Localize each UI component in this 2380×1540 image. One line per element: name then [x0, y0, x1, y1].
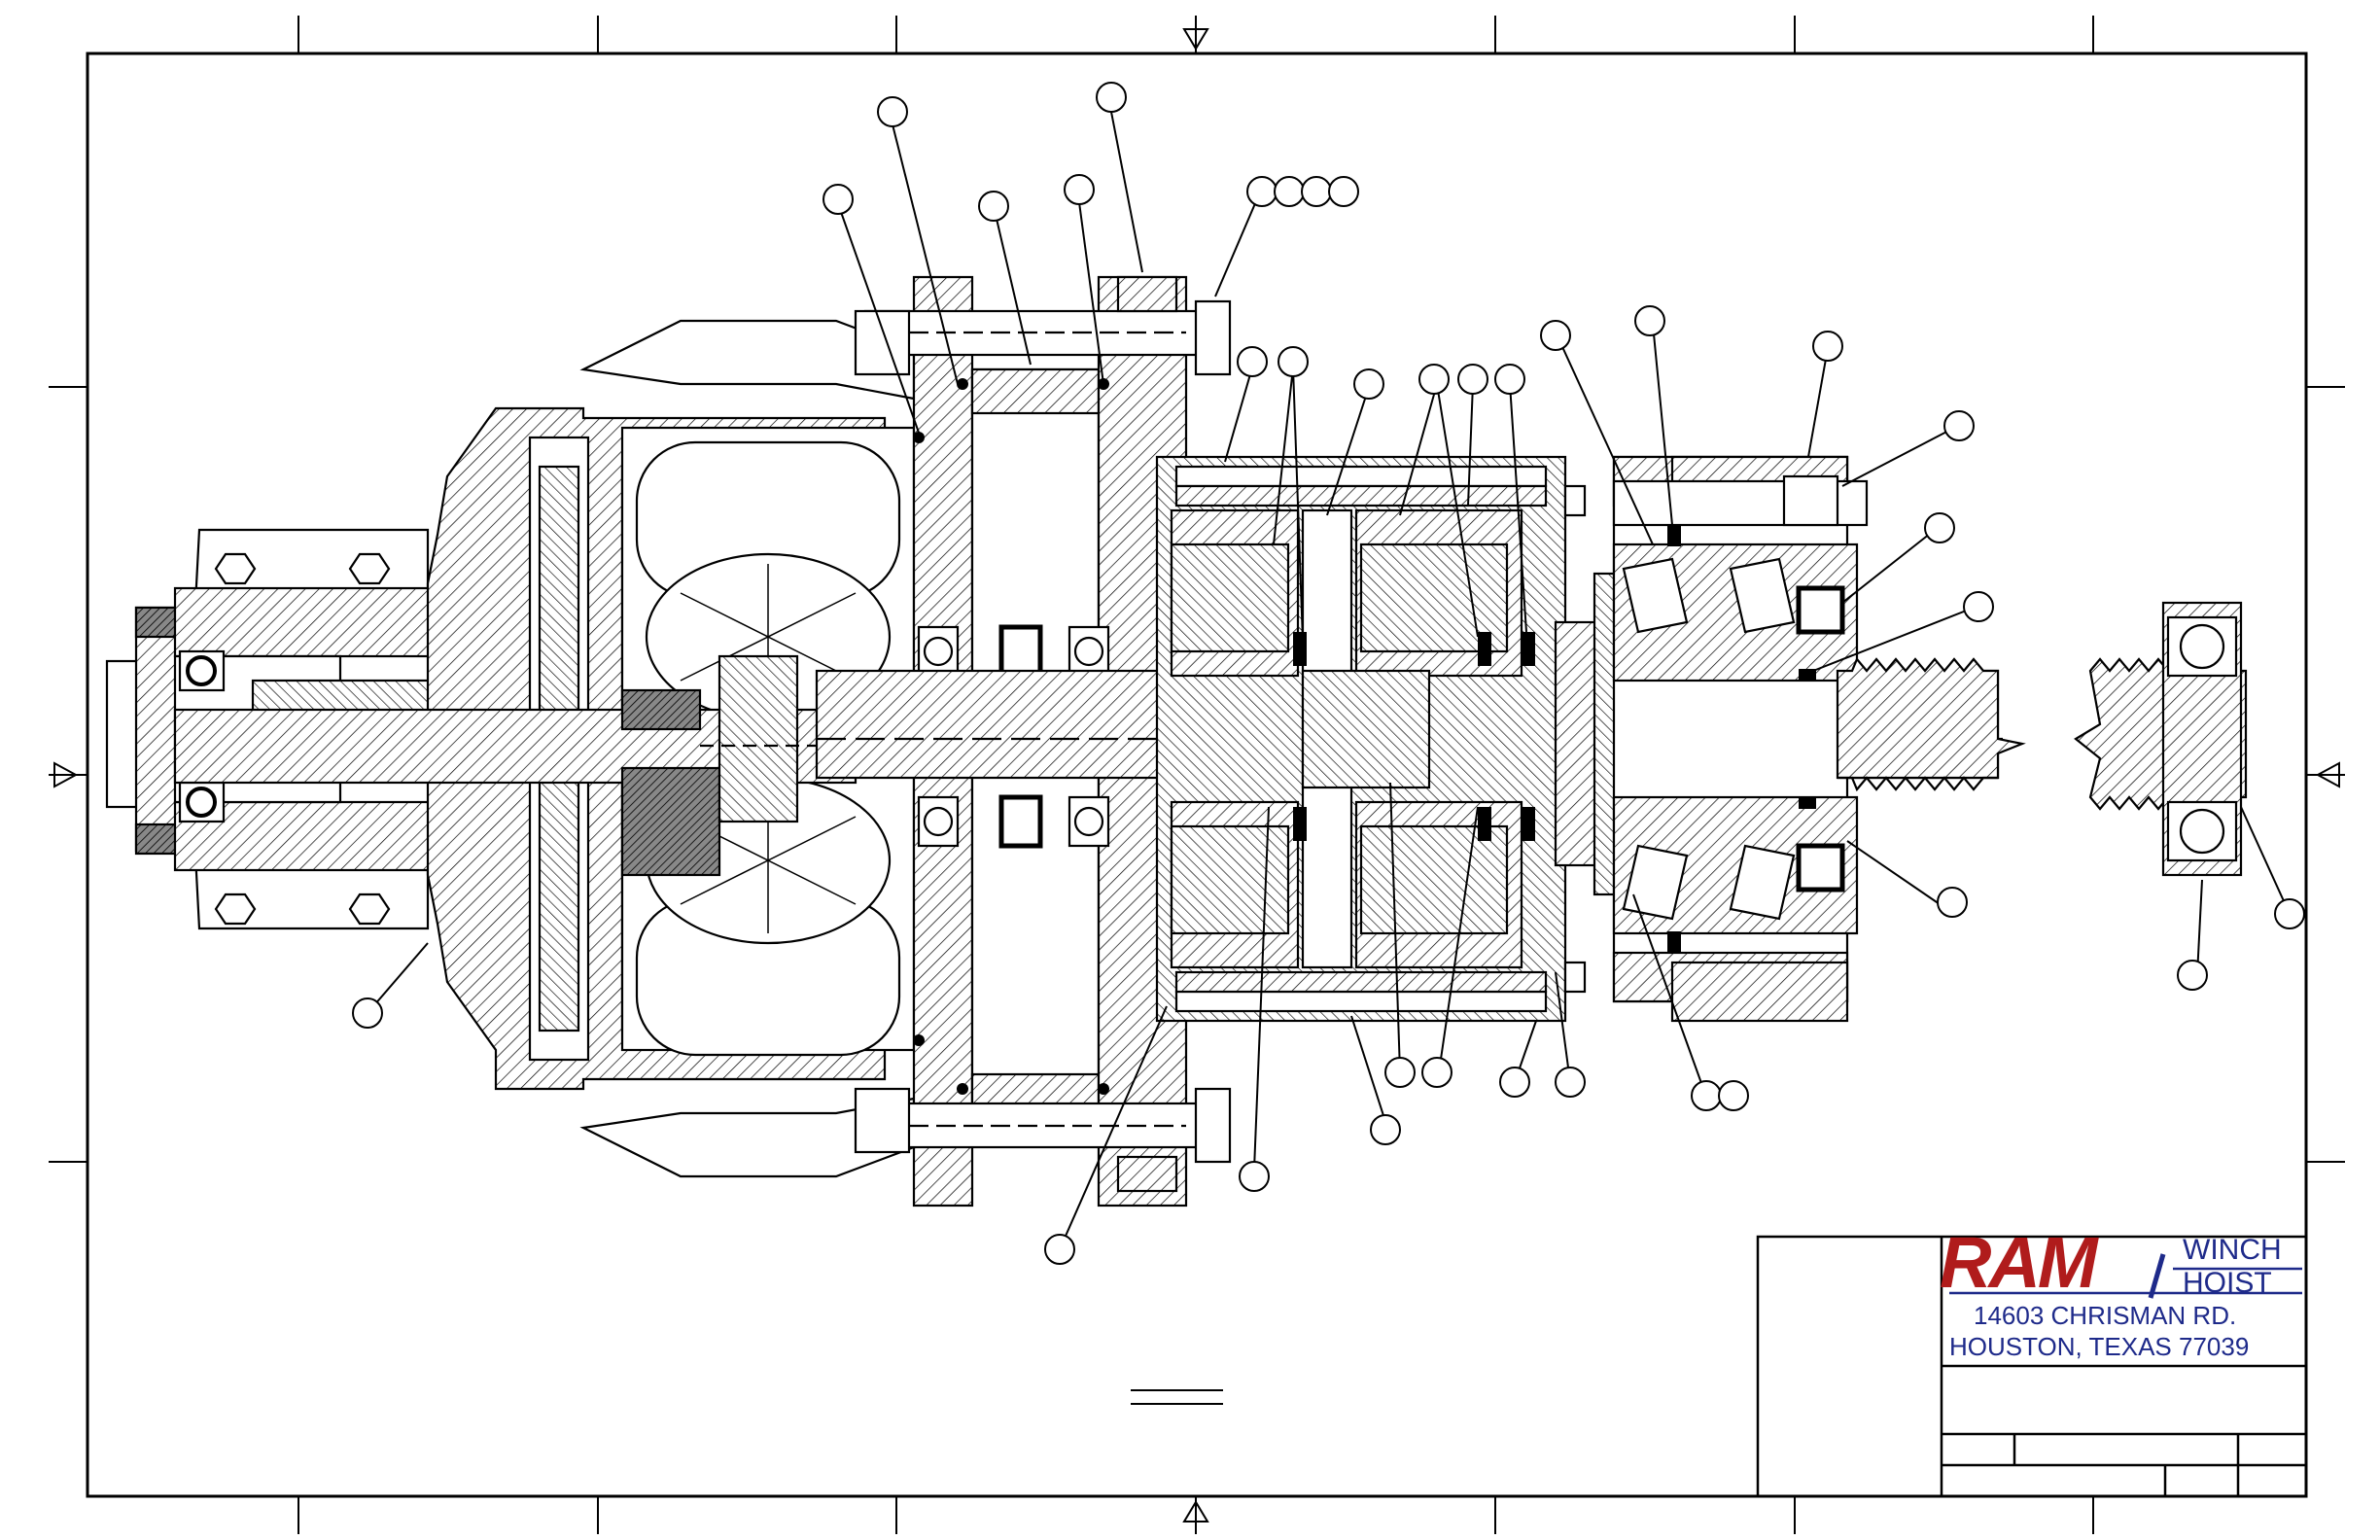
balloon [353, 998, 382, 1028]
balloon [1495, 365, 1524, 394]
balloon [1302, 177, 1331, 206]
balloon [1278, 347, 1308, 376]
balloon [1097, 83, 1126, 112]
balloon [1556, 1068, 1585, 1097]
balloon [1938, 888, 1967, 917]
logo-word-hoist: HOIST [2183, 1269, 2272, 1298]
balloon [1247, 177, 1277, 206]
balloon [1354, 369, 1383, 399]
balloon [1964, 592, 1993, 621]
balloon [1385, 1058, 1415, 1087]
balloon [1329, 177, 1358, 206]
balloon [1371, 1115, 1400, 1144]
balloon [1419, 365, 1449, 394]
balloon [1275, 177, 1304, 206]
balloon [979, 192, 1008, 221]
logo-word-winch: WINCH [2183, 1236, 2282, 1265]
balloon [1238, 347, 1267, 376]
address-line-1: 14603 CHRISMAN RD. [1974, 1303, 2236, 1328]
balloon [2178, 961, 2207, 990]
balloon [1065, 175, 1094, 204]
balloon [1944, 411, 1974, 440]
balloon [1045, 1235, 1074, 1264]
balloon [1719, 1081, 1748, 1110]
balloon [823, 185, 853, 214]
balloon [2275, 899, 2304, 928]
balloon [878, 97, 907, 126]
threaded-shaft [1838, 659, 2022, 778]
balloon [1500, 1068, 1529, 1097]
balloon [1813, 332, 1842, 361]
balloon [1635, 306, 1664, 335]
drawing-title-underline [1131, 1390, 1223, 1404]
balloon [1422, 1058, 1452, 1087]
assembly-section [107, 277, 2246, 1206]
balloon [1541, 321, 1570, 350]
balloon [1240, 1162, 1269, 1191]
balloon [1925, 513, 1954, 542]
address-line-2: HOUSTON, TEXAS 77039 [1949, 1334, 2249, 1359]
logo-text-ram: RAM [1940, 1227, 2095, 1299]
balloon [1458, 365, 1488, 394]
balloon [1692, 1081, 1721, 1110]
